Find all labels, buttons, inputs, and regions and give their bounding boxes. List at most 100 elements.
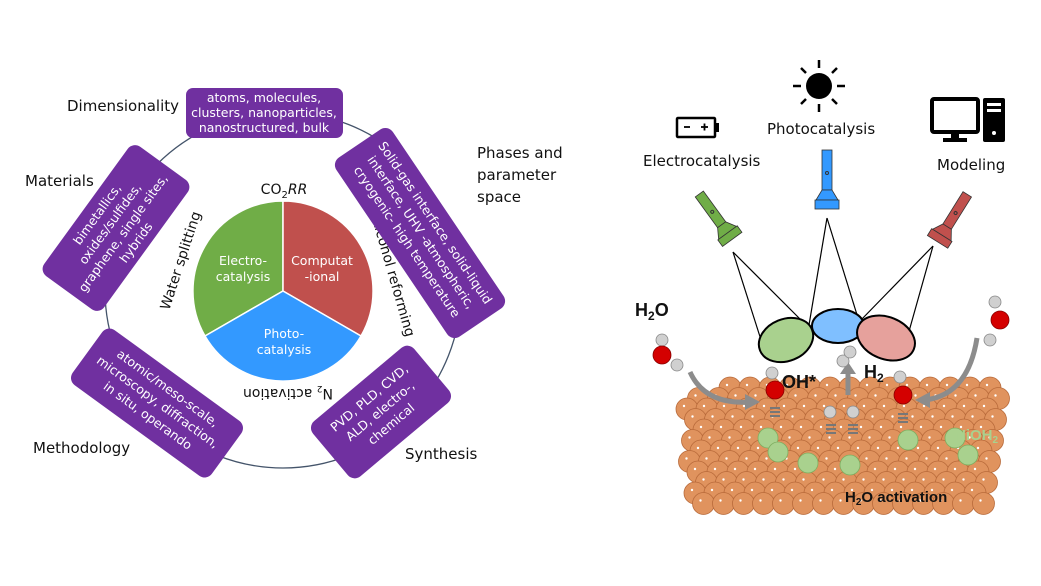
atom-highlight: [810, 488, 814, 492]
label-materials: Materials: [25, 172, 94, 190]
svg-text:nanostructured, bulk: nanostructured, bulk: [199, 120, 330, 135]
atom-highlight: [962, 404, 966, 408]
label-h2o: H2O: [635, 300, 669, 323]
label-dimensionality: Dimensionality: [67, 97, 179, 115]
atom-highlight: [839, 499, 842, 502]
atom-highlight: [873, 467, 877, 471]
atom-highlight: [788, 436, 791, 439]
atom-highlight: [833, 467, 837, 471]
hydrogen-atom: [846, 405, 860, 419]
atom-highlight: [865, 383, 869, 387]
nickel-hydroxide-atom: [897, 429, 919, 451]
label-phases-1: Phases and: [477, 144, 563, 162]
flashlight-green: [694, 190, 743, 247]
arrow-head-left: [745, 394, 760, 410]
arrow-head-right: [915, 392, 930, 408]
atom-highlight: [874, 394, 877, 397]
label-phases-2: parameter: [477, 166, 557, 184]
atom-highlight: [739, 499, 742, 502]
atom-highlight: [910, 488, 914, 492]
atom-highlight: [808, 436, 811, 439]
pie-slice-electrocatalysis: [192, 200, 284, 338]
atom-highlight: [925, 457, 928, 460]
atom-highlight: [725, 457, 728, 460]
nickel-hydroxide-atom: [839, 454, 861, 476]
atom-highlight: [759, 425, 763, 429]
svg-text:clusters, nanoparticles,: clusters, nanoparticles,: [191, 105, 337, 120]
atom-highlight: [991, 415, 994, 418]
atom-highlight: [942, 404, 946, 408]
atom-highlight: [731, 415, 734, 418]
atom-highlight: [942, 478, 945, 481]
battery-icon: [675, 116, 719, 139]
atom-highlight: [728, 436, 731, 439]
atom-highlight: [796, 446, 800, 450]
copper-atom: [752, 492, 775, 515]
atom-highlight: [742, 404, 746, 408]
atom-highlight: [736, 446, 740, 450]
atom-highlight: [822, 478, 825, 481]
atom-highlight: [954, 394, 957, 397]
pie-label-electro-1: Electro-: [219, 253, 267, 268]
hydrogen-atom: [988, 295, 1002, 309]
hydrogen-atom: [655, 333, 669, 347]
atom-highlight: [716, 446, 720, 450]
atom-highlight: [962, 478, 965, 481]
atom-highlight: [911, 415, 914, 418]
atom-highlight: [914, 394, 917, 397]
atom-highlight: [919, 499, 922, 502]
atom-highlight: [782, 404, 786, 408]
atom-highlight: [982, 404, 986, 408]
computer-icon: [930, 97, 1005, 142]
atom-highlight: [814, 394, 817, 397]
atom-highlight: [691, 415, 694, 418]
atom-highlight: [922, 404, 926, 408]
atom-highlight: [688, 436, 691, 439]
copper-atom: [692, 492, 715, 515]
atom-highlight: [745, 383, 749, 387]
pie-chart: Electro- catalysis Computat -ional Photo…: [192, 200, 374, 382]
atom-highlight: [682, 404, 686, 408]
atom-highlight: [936, 446, 940, 450]
atom-highlight: [939, 499, 942, 502]
pie-label-comp-1: Computat: [291, 253, 353, 268]
atom-highlight: [825, 383, 829, 387]
atom-highlight: [842, 404, 846, 408]
atom-highlight: [830, 488, 834, 492]
atom-highlight: [870, 488, 874, 492]
atom-highlight: [799, 425, 803, 429]
pie-label-photo-2: catalysis: [257, 342, 311, 357]
atom-highlight: [819, 499, 822, 502]
atom-highlight: [988, 436, 991, 439]
atom-highlight: [868, 436, 871, 439]
atom-highlight: [939, 425, 943, 429]
atom-highlight: [922, 478, 925, 481]
atom-highlight: [745, 457, 748, 460]
label-electrocatalysis: Electrocatalysis: [643, 152, 761, 170]
atom-highlight: [971, 415, 974, 418]
atom-highlight: [905, 457, 908, 460]
pie-slice-computational: [282, 200, 374, 338]
atom-highlight: [859, 425, 863, 429]
reaction-n2-activation: N2 activation: [243, 383, 333, 401]
pie-label-photo-1: Photo-: [264, 326, 304, 341]
atom-highlight: [799, 499, 802, 502]
atom-highlight: [693, 467, 697, 471]
atom-highlight: [945, 383, 949, 387]
atom-highlight: [928, 436, 931, 439]
label-h2o-activation: H2O activation: [845, 489, 947, 508]
atom-highlight: [982, 478, 985, 481]
atom-highlight: [811, 415, 814, 418]
atom-highlight: [802, 478, 805, 481]
atom-highlight: [805, 383, 809, 387]
label-oh: OH*: [782, 372, 816, 392]
label-modeling: Modeling: [937, 156, 1005, 174]
atom-highlight: [973, 467, 977, 471]
atom-highlight: [719, 499, 722, 502]
atom-highlight: [902, 404, 906, 408]
atom-highlight: [945, 457, 948, 460]
atom-highlight: [888, 436, 891, 439]
atom-highlight: [694, 394, 697, 397]
atom-highlight: [916, 446, 920, 450]
